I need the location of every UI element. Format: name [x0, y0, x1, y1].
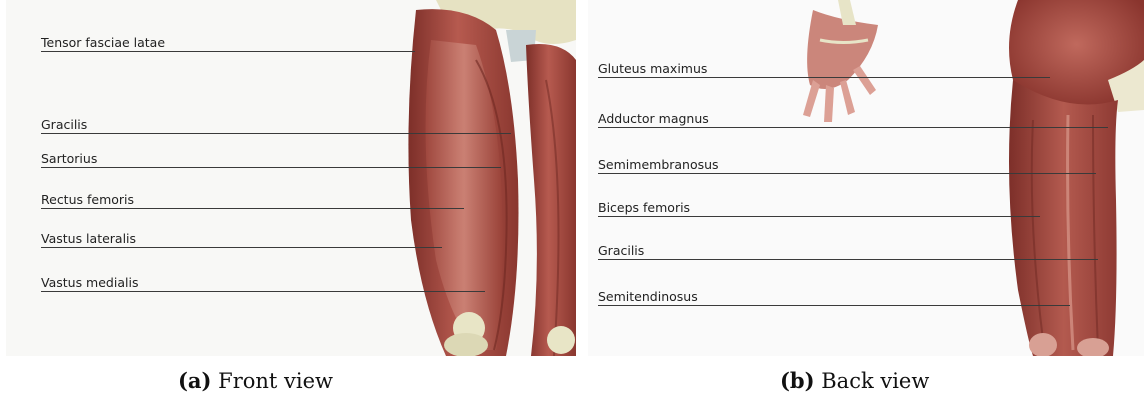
back-label-adductor-magnus: Adductor magnus: [598, 113, 709, 126]
front-leader-line: [41, 133, 511, 134]
back-leader-line: [598, 173, 1096, 174]
back-leader-line: [598, 216, 1040, 217]
front-label-sartorius: Sartorius: [41, 153, 97, 166]
back-label-gluteus-maximus: Gluteus maximus: [598, 63, 707, 76]
front-label-vastus-lateralis: Vastus lateralis: [41, 233, 136, 246]
back-label-semimembranosus: Semimembranosus: [598, 159, 719, 172]
front-label-gracilis: Gracilis: [41, 119, 87, 132]
caption-tag: (a): [178, 368, 211, 393]
front-leader-line: [41, 167, 501, 168]
front-label-tensor-fasciae-latae: Tensor fasciae latae: [41, 37, 165, 50]
back-label-gracilis: Gracilis: [598, 245, 644, 258]
caption-text: Back view: [815, 369, 930, 393]
caption-back-view: (b) Back view: [780, 368, 929, 393]
front-thigh-illustration: [6, 0, 576, 356]
front-label-rectus-femoris: Rectus femoris: [41, 194, 134, 207]
front-leader-line: [41, 208, 464, 209]
front-view-panel: [6, 0, 576, 356]
front-leader-line: [41, 51, 415, 52]
back-label-semitendinosus: Semitendinosus: [598, 291, 698, 304]
caption-text: Front view: [211, 369, 333, 393]
back-leader-line: [598, 259, 1098, 260]
caption-tag: (b): [780, 368, 815, 393]
front-label-vastus-medialis: Vastus medialis: [41, 277, 138, 290]
back-leader-line: [598, 77, 1050, 78]
front-leader-line: [41, 291, 485, 292]
front-leader-line: [41, 247, 442, 248]
hand-illustration: [803, 0, 878, 122]
caption-front-view: (a) Front view: [178, 368, 333, 393]
back-leader-line: [598, 305, 1070, 306]
back-label-biceps-femoris: Biceps femoris: [598, 202, 690, 215]
back-leader-line: [598, 127, 1108, 128]
